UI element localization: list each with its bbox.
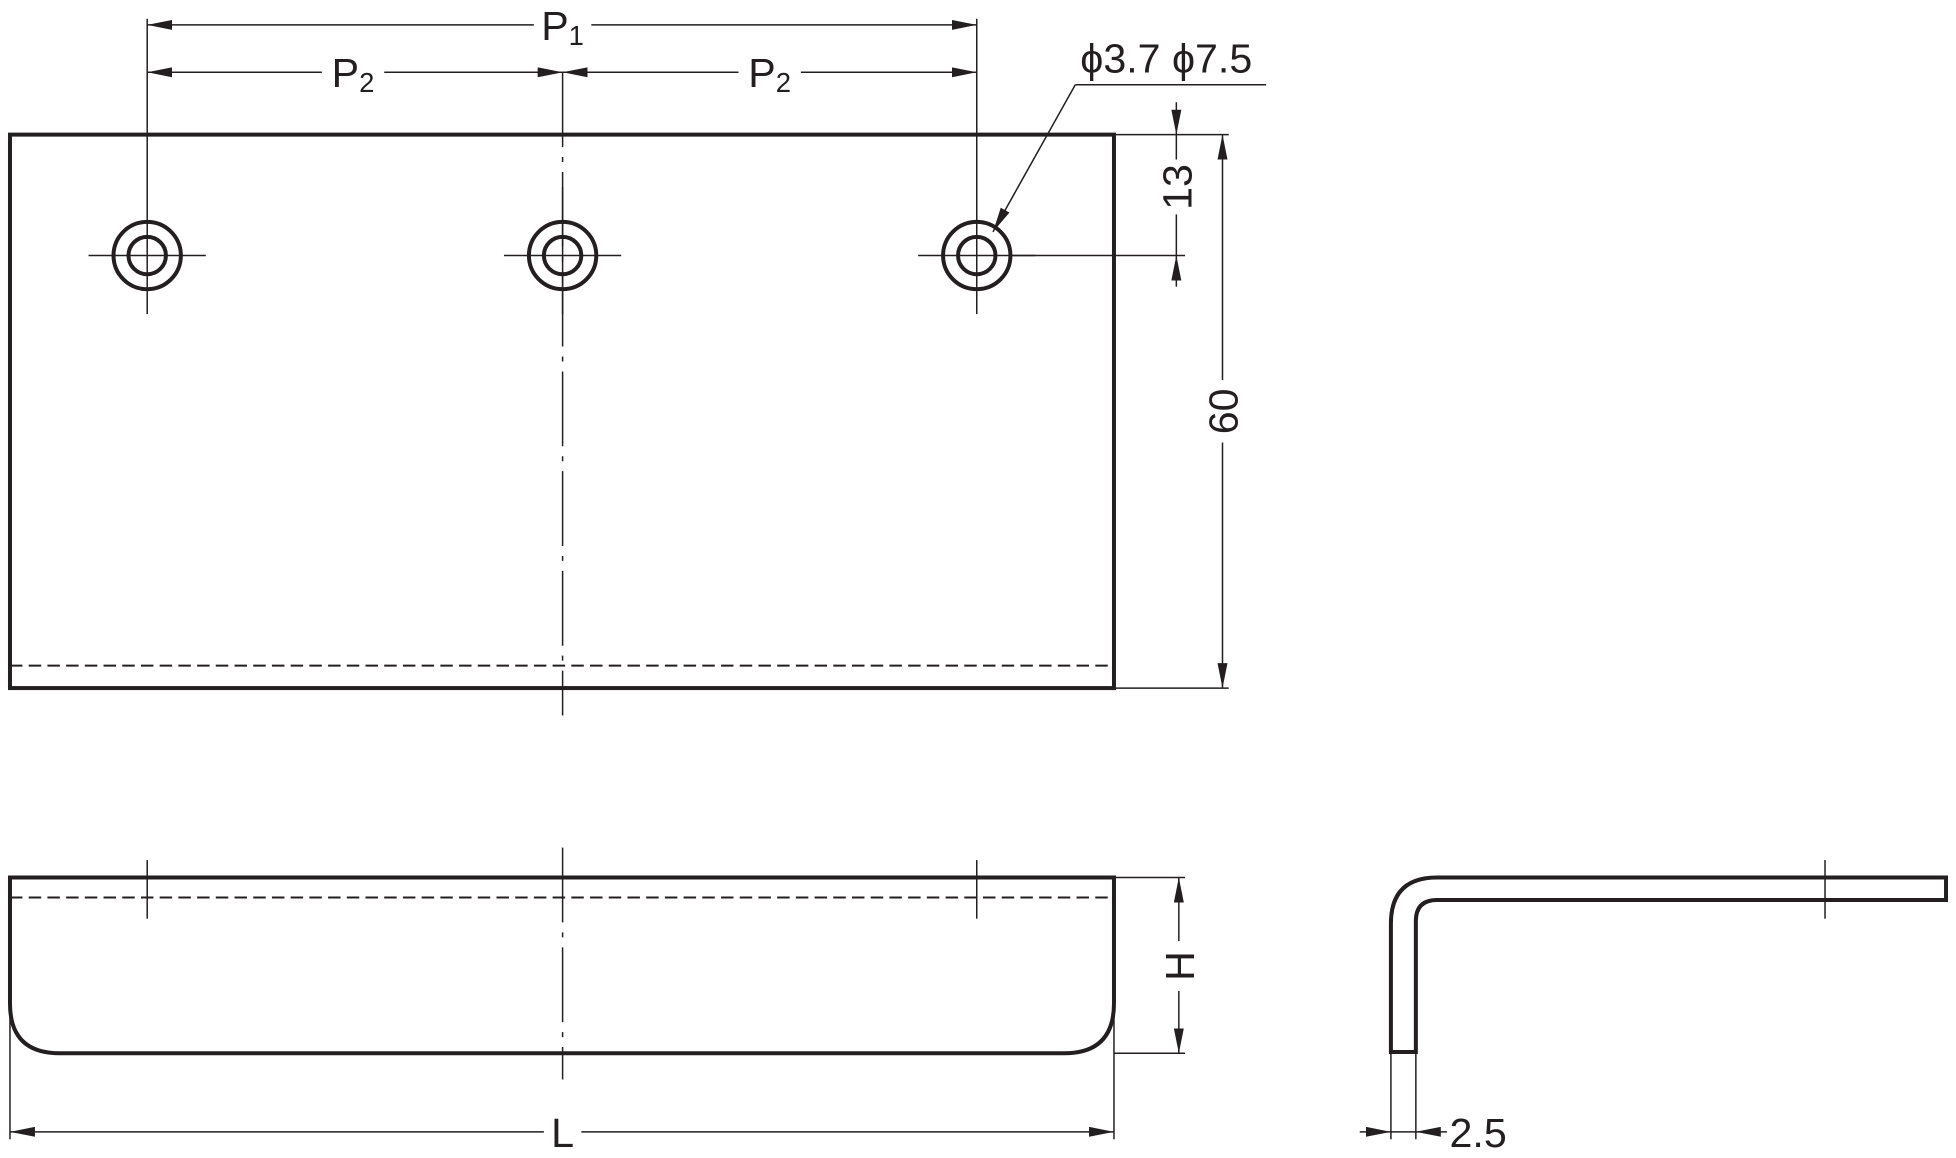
svg-text:2.5: 2.5 [1450,1110,1507,1156]
svg-text:13: 13 [1154,164,1200,210]
dimension-hole-offset: 13 [1010,102,1229,287]
dimension-p2-right: P2 [562,50,977,98]
hole-diameter-callout: ϕ3.7 ϕ7.5 [992,35,1267,233]
svg-text:P2: P2 [332,50,375,98]
handle-outline [7,875,1116,1056]
dimension-height: H [1113,876,1203,1055]
front-view: H L [7,847,1203,1156]
profile-outline [1388,875,1949,1055]
svg-text:P1: P1 [541,3,584,51]
svg-text:L: L [551,1110,574,1156]
dimension-width: 60 [1113,134,1246,689]
top-view: P1 P2 P2 ϕ3.7 ϕ7.5 13 [7,3,1267,716]
mounting-hole-left [88,18,206,315]
dimension-p2-left: P2 [147,50,563,98]
svg-text:60: 60 [1200,388,1246,434]
svg-text:P2: P2 [748,50,791,98]
dimension-p1: P1 [147,3,977,51]
side-view: 2.5 [1359,860,1949,1156]
svg-text:ϕ3.7 ϕ7.5: ϕ3.7 ϕ7.5 [1080,35,1252,81]
svg-text:H: H [1157,951,1203,981]
dimension-length: L [9,997,1115,1156]
mounting-hole-center [503,186,622,315]
mounting-hole-right [918,18,1036,315]
dimension-thickness: 2.5 [1359,1052,1507,1156]
